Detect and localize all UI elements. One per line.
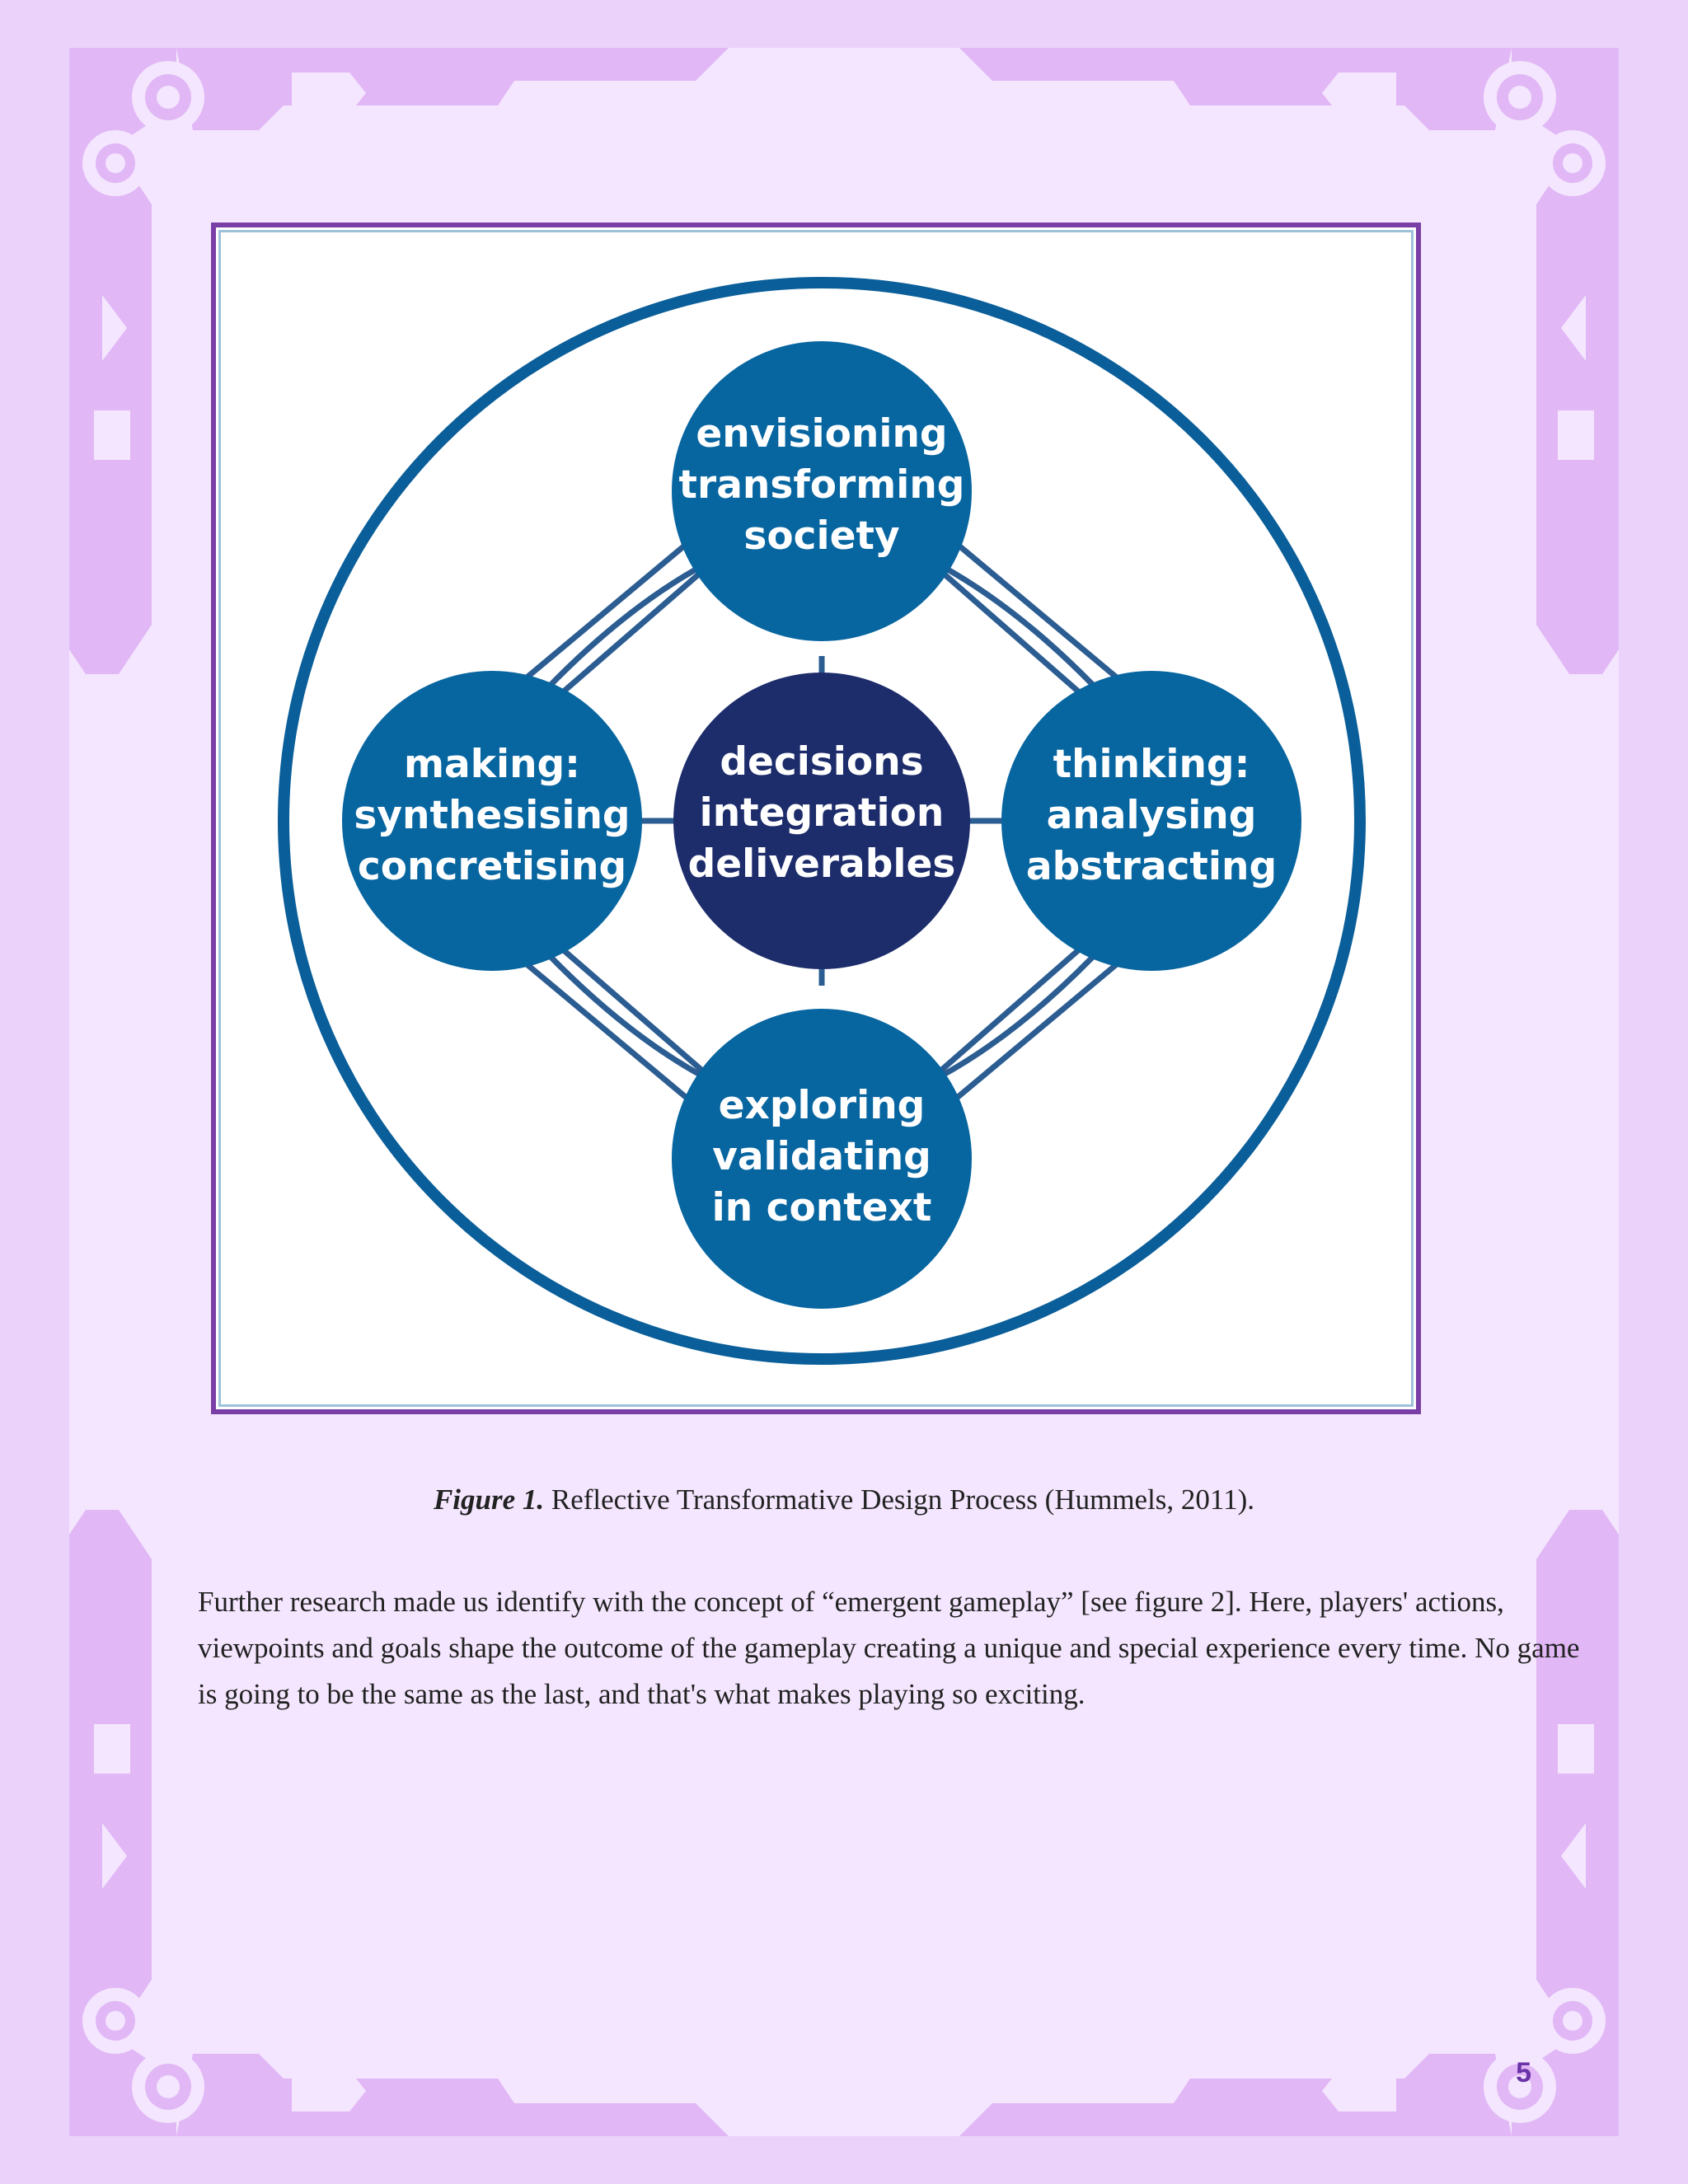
node-center-line-2: integration bbox=[700, 790, 945, 836]
node-left bbox=[342, 671, 642, 971]
design-process-diagram: envisioning transforming society making:… bbox=[278, 277, 1366, 1365]
node-top bbox=[672, 341, 972, 641]
node-right-line-2: analysing bbox=[1047, 793, 1257, 838]
node-left-line-1: making: bbox=[404, 742, 580, 787]
figure-frame: envisioning transforming society making:… bbox=[211, 223, 1421, 1414]
node-right-line-3: abstracting bbox=[1026, 844, 1277, 889]
body-paragraph: Further research made us identify with t… bbox=[198, 1586, 1580, 1710]
decorative-border bbox=[69, 48, 1619, 2136]
figure-caption: Figure 1. Reflective Transformative Desi… bbox=[69, 1483, 1619, 1516]
ornament-top-right bbox=[959, 48, 1619, 674]
node-center-line-1: decisions bbox=[720, 739, 923, 785]
ornament-top-left bbox=[69, 48, 729, 674]
ornament-bottom-right bbox=[959, 1510, 1619, 2136]
node-top-line-3: society bbox=[743, 513, 899, 559]
node-left-line-3: concretising bbox=[358, 844, 626, 889]
node-center-line-3: deliverables bbox=[688, 841, 956, 887]
node-bottom-line-1: exploring bbox=[719, 1083, 926, 1128]
node-left-line-2: synthesising bbox=[354, 793, 630, 838]
node-top-line-2: transforming bbox=[679, 462, 965, 508]
outer-ring bbox=[278, 277, 1366, 1365]
node-right bbox=[1001, 671, 1301, 971]
node-top-line-1: envisioning bbox=[696, 411, 947, 457]
node-right-line-1: thinking: bbox=[1053, 742, 1250, 787]
node-bottom-line-3: in context bbox=[712, 1185, 932, 1230]
node-bottom bbox=[672, 1009, 972, 1309]
figure-caption-text: Reflective Transformative Design Process… bbox=[544, 1483, 1255, 1516]
page: envisioning transforming society making:… bbox=[69, 48, 1619, 2136]
page-number: 5 bbox=[1516, 2057, 1531, 2088]
ornament-bottom-left bbox=[69, 1510, 729, 2136]
figure-label: Figure 1. bbox=[433, 1483, 545, 1516]
node-bottom-line-2: validating bbox=[712, 1134, 931, 1179]
node-center bbox=[673, 673, 970, 969]
